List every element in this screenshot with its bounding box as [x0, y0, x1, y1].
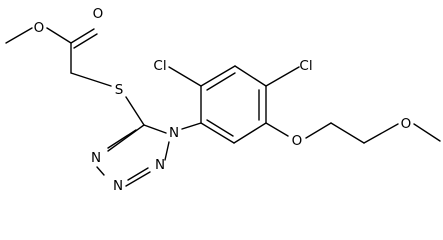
atom-label-ester-oxygen: O — [34, 20, 45, 36]
bond — [330, 122, 365, 144]
bond — [305, 122, 332, 139]
bond — [125, 96, 145, 126]
bond — [265, 66, 300, 87]
bond — [200, 65, 236, 87]
atom-label-tetrazole-n1: N — [169, 125, 179, 141]
atom-labels: O O S Cl Cl N N N N O O — [34, 6, 412, 194]
bond — [70, 28, 95, 44]
bond — [168, 66, 202, 87]
bond — [181, 122, 202, 130]
bond — [413, 123, 441, 142]
bond — [46, 27, 72, 44]
bond — [200, 122, 235, 144]
bond — [265, 122, 289, 137]
atom-label-tetrazole-n2: N — [155, 157, 165, 173]
bond — [143, 124, 167, 134]
molecule-structure: O O S Cl Cl N N N N O O — [5, 6, 441, 194]
bond — [127, 167, 149, 181]
bond — [206, 72, 236, 91]
bond — [363, 123, 399, 144]
atom-label-chlorine-para: Cl — [299, 58, 312, 74]
bond — [73, 33, 98, 49]
atom-label-tetrazole-n3: N — [113, 178, 123, 194]
bond — [70, 72, 112, 87]
atom-label-carbonyl-oxygen: O — [93, 6, 104, 22]
bond — [206, 119, 234, 137]
bond — [233, 122, 267, 144]
atom-label-methoxy-oxygen: O — [401, 116, 412, 132]
structure-canvas: O O S Cl Cl N N N N O O — [5, 6, 441, 194]
atom-label-tetrazole-n4: N — [91, 150, 101, 166]
bond — [107, 129, 137, 149]
bond — [125, 171, 151, 187]
bond — [96, 166, 105, 176]
atom-label-chlorine-ortho: Cl — [153, 58, 166, 74]
bond — [5, 27, 33, 44]
bond — [164, 141, 170, 161]
bond — [234, 65, 267, 87]
bond-lines — [5, 27, 441, 187]
bond — [107, 124, 145, 152]
atom-label-aryl-ether-oxygen: O — [292, 133, 303, 149]
atom-label-sulfur: S — [115, 82, 124, 98]
